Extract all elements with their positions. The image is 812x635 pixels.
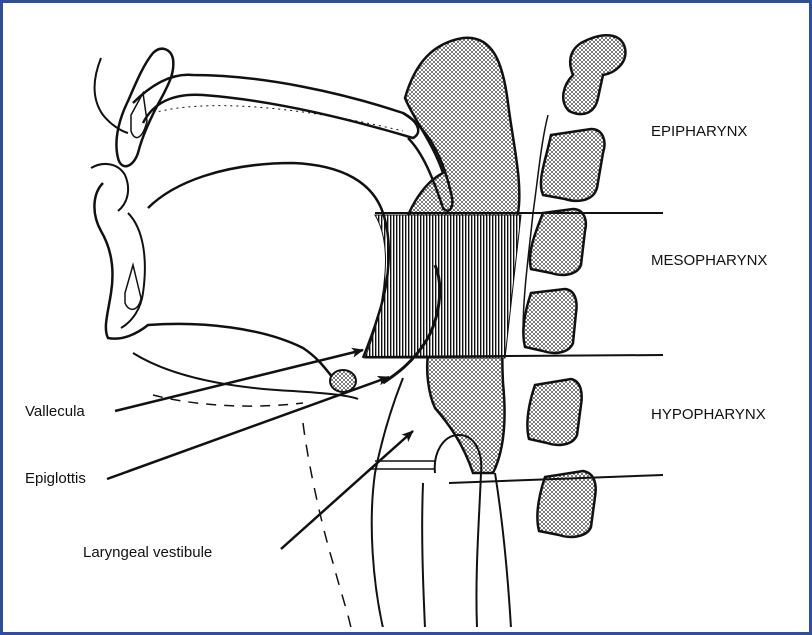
anterior-larynx bbox=[372, 378, 403, 627]
arrow-vallecula bbox=[115, 350, 363, 411]
arrow-laryngeal-vestibule bbox=[281, 431, 413, 549]
label-epiglottis: Epiglottis bbox=[25, 470, 86, 487]
pharynx-diagram: EPIPHARYNX MESOPHARYNX HYPOPHARYNX Valle… bbox=[8, 8, 804, 627]
vertebra-c4 bbox=[523, 289, 576, 353]
lip-lower bbox=[91, 164, 128, 211]
cervical-vertebrae bbox=[523, 35, 625, 537]
diagram-canvas: EPIPHARYNX MESOPHARYNX HYPOPHARYNX Valle… bbox=[8, 8, 804, 627]
lip-upper bbox=[95, 58, 129, 133]
label-laryngeal-vestibule: Laryngeal vestibule bbox=[83, 544, 212, 561]
vertebra-c3 bbox=[530, 209, 586, 275]
label-mesopharynx: MESOPHARYNX bbox=[651, 252, 767, 269]
trachea-wall bbox=[422, 483, 425, 627]
arrow-epiglottis bbox=[107, 377, 389, 479]
vertebra-c1 bbox=[563, 35, 625, 114]
vertebra-c2 bbox=[541, 129, 605, 201]
hyoid-bone bbox=[330, 370, 356, 392]
label-hypopharynx: HYPOPHARYNX bbox=[651, 406, 766, 423]
label-epipharynx: EPIPHARYNX bbox=[651, 123, 747, 140]
vertebra-c5 bbox=[527, 379, 581, 445]
label-vallecula: Vallecula bbox=[25, 403, 85, 420]
palate-inner bbox=[153, 106, 403, 131]
tongue bbox=[148, 163, 389, 358]
mandible bbox=[94, 183, 333, 378]
vertebra-c6 bbox=[537, 471, 595, 537]
esophagus-wall bbox=[495, 473, 511, 627]
hard-palate bbox=[133, 75, 418, 138]
anterior-larynx-dashed bbox=[303, 423, 351, 627]
mandible-inner bbox=[121, 213, 145, 328]
lower-tooth bbox=[125, 265, 141, 309]
